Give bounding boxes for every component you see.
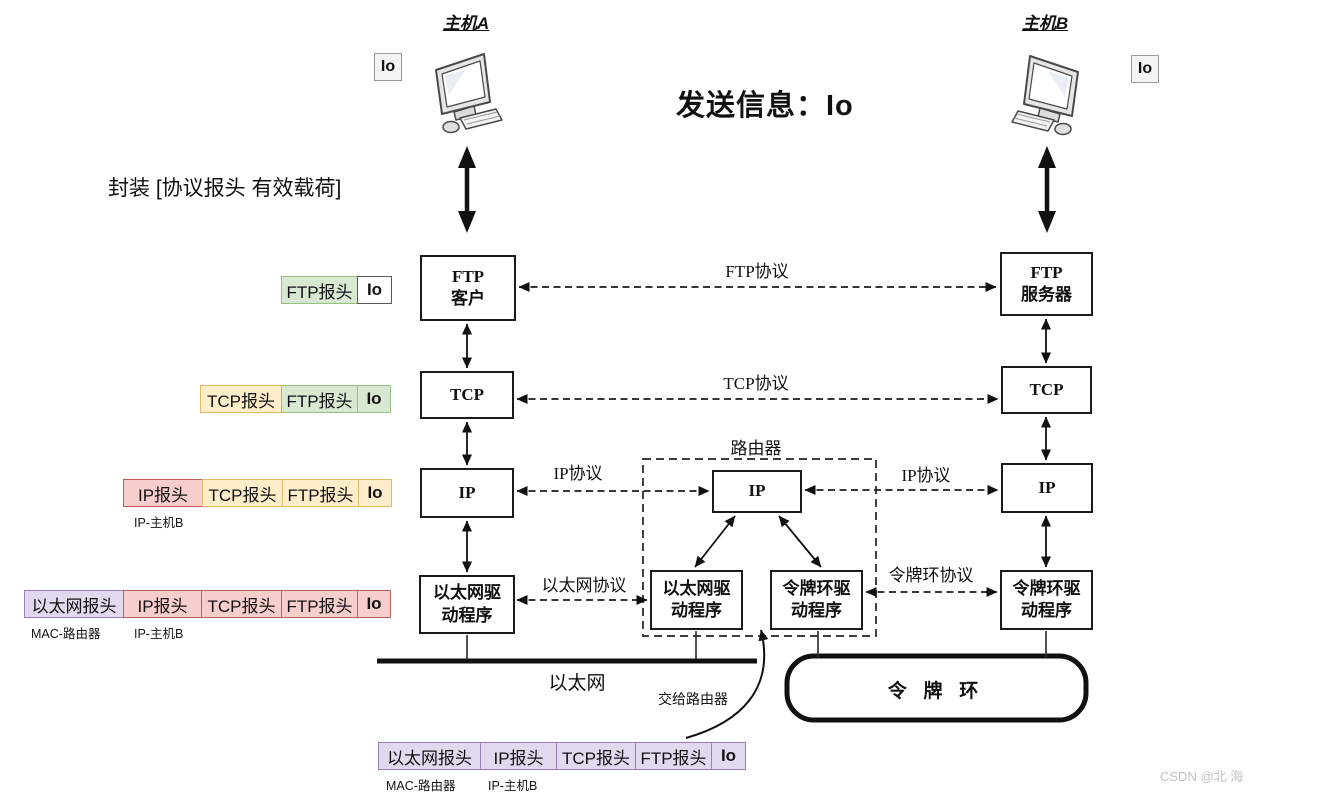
token-ring-shape: [784, 653, 1089, 723]
ip-left-box: IP: [420, 468, 514, 518]
host-b-message-tag: Io: [1131, 55, 1159, 83]
encap-row-ftp: FTP报头 Io: [281, 276, 392, 304]
frame-row-note-mac: MAC-路由器: [386, 779, 456, 793]
tcp-protocol-label: TCP协议: [723, 374, 789, 393]
host-link-arrows: [458, 146, 1056, 233]
host-a-message-tag: Io: [374, 53, 402, 81]
protocol-dashed-arrows: [516, 282, 999, 605]
encap-row-ip: IP报头 TCP报头 FTP报头 Io: [123, 479, 392, 507]
encap-cell: FTP报头: [282, 479, 359, 507]
encap-cell: TCP报头: [202, 479, 283, 507]
router-ip-box: IP: [712, 470, 802, 513]
watermark: CSDN @北 海: [1160, 769, 1244, 784]
router-ethernet-driver-box: 以太网驱 动程序: [650, 570, 743, 630]
ip-protocol-label-right: IP协议: [901, 466, 951, 485]
tokenring-driver-right-box: 令牌环驱 动程序: [1000, 570, 1093, 630]
tokenring-protocol-label: 令牌环协议: [888, 566, 974, 585]
encap-row-ethernet-note-ip: IP-主机B: [134, 627, 184, 641]
encap-cell: FTP报头: [281, 276, 358, 304]
encap-row-ip-note: IP-主机B: [134, 516, 184, 530]
frame-cell: FTP报头: [635, 742, 712, 770]
ip-right-box: IP: [1001, 463, 1093, 513]
encap-cell: IP报头: [123, 479, 203, 507]
encap-row-ethernet: 以太网报头 IP报头 TCP报头 FTP报头 Io: [24, 590, 391, 618]
encap-cell: IP报头: [123, 590, 202, 618]
encap-cell-io: Io: [357, 385, 391, 413]
host-a-computer-icon: [435, 53, 503, 134]
deliver-to-router-note: 交给路由器: [658, 691, 728, 707]
router-label: 路由器: [730, 439, 782, 458]
encap-cell: 以太网报头: [24, 590, 124, 618]
encapsulation-note: 封装 [协议报头 有效载荷]: [108, 177, 342, 200]
router-tokenring-driver-box: 令牌环驱 动程序: [770, 570, 863, 630]
encap-row-ethernet-note-mac: MAC-路由器: [31, 627, 101, 641]
deliver-to-router-arrow: [685, 629, 769, 739]
frame-cell: IP报头: [480, 742, 557, 770]
encap-row-tcp: TCP报头 FTP报头 Io: [200, 385, 391, 413]
token-ring-label: 令 牌 环: [887, 681, 985, 702]
stack-arrows: [462, 318, 1051, 573]
page-title: 发送信息：Io: [676, 90, 854, 122]
encap-cell-io: Io: [358, 479, 392, 507]
ip-protocol-label-left: IP协议: [553, 464, 603, 483]
encap-cell-io: Io: [357, 590, 391, 618]
ftp-client-box: FTP 客户: [420, 255, 516, 321]
encap-cell: FTP报头: [281, 385, 358, 413]
host-b-title: 主机B: [1021, 14, 1069, 33]
encap-cell: FTP报头: [281, 590, 358, 618]
media-connectors: [466, 631, 1047, 659]
host-b-computer-icon: [1011, 55, 1079, 136]
encap-cell: TCP报头: [200, 385, 282, 413]
ethernet-driver-left-box: 以太网驱 动程序: [419, 575, 515, 634]
ftp-server-box: FTP 服务器: [1000, 252, 1093, 316]
encap-cell: TCP报头: [201, 590, 282, 618]
frame-row-note-ip: IP-主机B: [488, 779, 538, 793]
ftp-protocol-label: FTP协议: [725, 262, 789, 281]
host-a-title: 主机A: [442, 14, 490, 33]
frame-cell-io: Io: [711, 742, 746, 770]
frame-cell: TCP报头: [556, 742, 636, 770]
ethernet-protocol-label: 以太网协议: [541, 576, 627, 595]
frame-cell: 以太网报头: [378, 742, 481, 770]
encap-cell-io: Io: [357, 276, 392, 304]
ethernet-label: 以太网: [548, 673, 606, 694]
tcp-left-box: TCP: [420, 371, 514, 419]
frame-row: 以太网报头 IP报头 TCP报头 FTP报头 Io: [378, 742, 746, 770]
tcp-right-box: TCP: [1001, 366, 1092, 414]
